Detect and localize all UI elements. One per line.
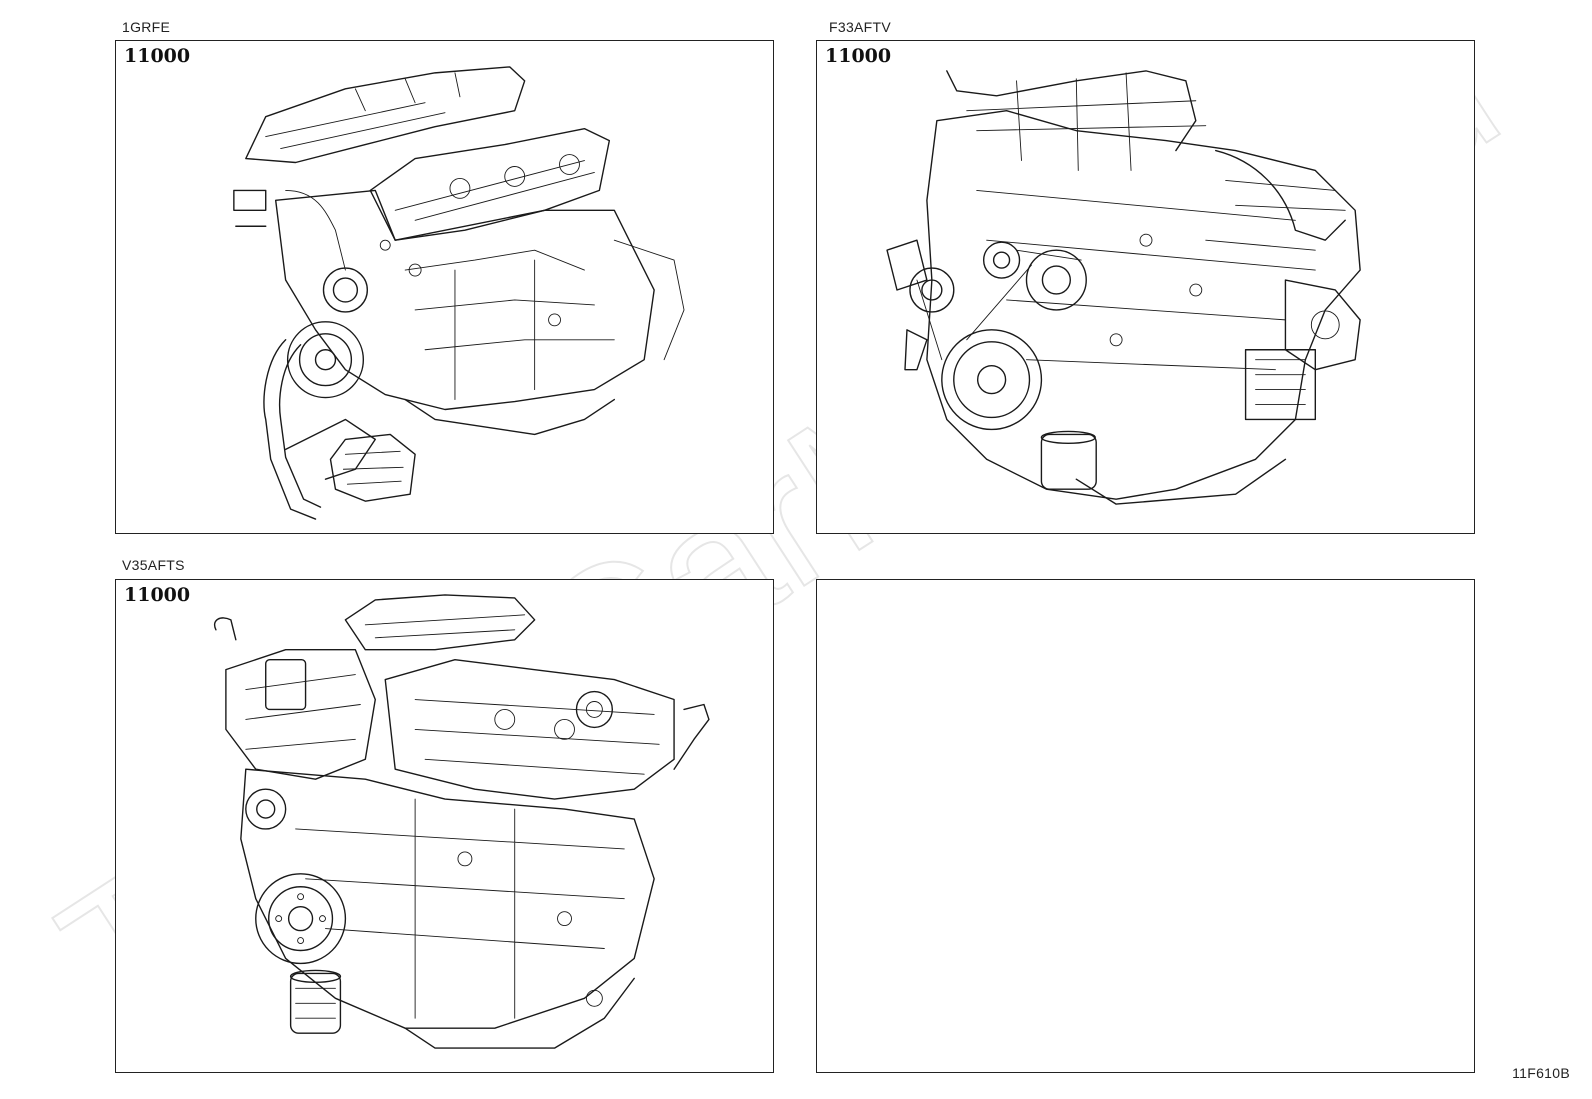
engine-label-f33aftv: F33AFTV <box>829 19 892 35</box>
engine-illustration-v35afts <box>214 594 710 1049</box>
engine-panel-1grfe[interactable]: 11000 <box>115 40 774 534</box>
engine-label-v35afts: V35AFTS <box>122 557 185 573</box>
engine-illustration-f33aftv <box>886 70 1361 505</box>
engine-panel-v35afts[interactable]: 11000 <box>115 579 774 1073</box>
engine-panel-f33aftv[interactable]: 11000 <box>816 40 1475 534</box>
engine-panel-empty <box>816 579 1475 1073</box>
part-code-f33aftv: 11000 <box>825 45 892 67</box>
part-code-1grfe: 11000 <box>124 45 191 67</box>
engine-illustration-1grfe <box>233 66 685 520</box>
figure-id: 11F610B <box>1512 1065 1570 1081</box>
engine-label-1grfe: 1GRFE <box>122 19 171 35</box>
part-code-v35afts: 11000 <box>124 584 191 606</box>
